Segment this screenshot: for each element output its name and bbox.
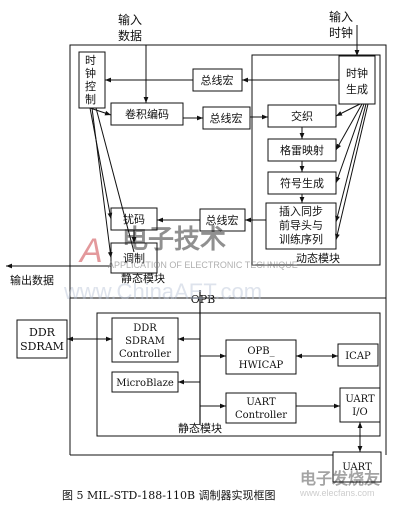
input-data-label-2: 数据 <box>118 28 142 43</box>
ddr-controller-label-2: SDRAM <box>125 336 165 347</box>
ddr-controller-block <box>111 317 179 363</box>
watermark-corner-url: www.elecfans.com <box>299 488 375 498</box>
clock-gen-block <box>338 55 376 105</box>
opb-hwicap-label-2: HWICAP <box>239 360 284 371</box>
static-module-bottom-label: 静态模块 <box>178 421 222 435</box>
modulate-label: 调制 <box>123 252 145 265</box>
scramble-label: 扰码 <box>123 212 145 226</box>
dynamic-module-label: 动态模块 <box>296 252 340 265</box>
clock-control-char-4: 制 <box>85 93 96 106</box>
insert-sync-label-3: 训练序列 <box>279 232 323 246</box>
icap-block <box>337 343 379 367</box>
insert-sync-block <box>265 202 337 250</box>
static-module-top-label: 静态模块 <box>121 271 165 285</box>
watermark-subtitle: APPLICATION OF ELECTRONIC TECHNIQUE <box>108 260 298 270</box>
bus-macro-mid-label: 总线宏 <box>210 111 243 125</box>
microblaze-label: MicroBlaze <box>116 378 174 389</box>
clock-control-char-3: 控 <box>85 79 96 93</box>
fpga-outer-frame <box>69 44 387 299</box>
ddr-controller-label-3: Controller <box>119 349 171 360</box>
insert-sync-label-2: 前导头与 <box>279 218 323 232</box>
uart-bottom-label: UART <box>342 462 372 473</box>
clock-gen-label-1: 时钟 <box>346 66 368 80</box>
ddr-controller-label-1: DDR <box>133 323 157 334</box>
uart-io-label-2: I/O <box>352 407 368 418</box>
bus-macro-low-label: 总线宏 <box>206 213 239 227</box>
uart-bottom-block <box>332 451 382 483</box>
symbol-gen-label: 符号生成 <box>280 176 324 190</box>
opb-label: OPB <box>191 293 216 306</box>
clock-gen-fanout <box>335 103 369 241</box>
uart-io-label-1: UART <box>345 394 375 405</box>
static-module-bottom-frame <box>96 312 381 437</box>
watermark-a-glyph: A <box>78 232 103 270</box>
clock-control-fanout <box>89 107 135 259</box>
interleave-label: 交织 <box>291 109 313 123</box>
uart-controller-label-1: UART <box>246 397 276 408</box>
ddr-sdram-label-2: SDRAM <box>20 340 64 353</box>
insert-sync-label-1: 插入同步 <box>279 204 323 218</box>
input-data-label-1: 输入 <box>118 12 142 27</box>
watermark-url: www.ChinaAET.com <box>63 279 262 304</box>
opb-hwicap-label-1: OPB_ <box>247 346 274 357</box>
conv-encode-block <box>110 102 184 126</box>
uart-controller-label-2: Controller <box>235 410 287 421</box>
clock-control-char-1: 时 <box>85 54 96 67</box>
ddr-sdram-label-1: DDR <box>29 326 56 339</box>
clock-control-char-2: 钟 <box>85 66 96 80</box>
watermark-corner: 电子发烧友 <box>300 469 381 488</box>
clock-gen-label-2: 生成 <box>346 82 368 96</box>
output-data-label: 输出数据 <box>10 273 54 287</box>
input-clock-label-2: 时钟 <box>329 25 353 40</box>
watermark-group: A 电子技术 APPLICATION OF ELECTRONIC TECHNIQ… <box>63 225 381 498</box>
conv-encode-label: 卷积编码 <box>125 107 169 121</box>
uart-io-block <box>339 387 381 423</box>
figure-caption: 图 5 MIL-STD-188-110B 调制器实现框图 <box>62 488 276 502</box>
icap-label: ICAP <box>345 351 371 362</box>
uart-controller-block <box>225 392 297 424</box>
dynamic-module-frame <box>251 54 381 266</box>
input-clock-label-1: 输入 <box>329 9 353 24</box>
watermark-brand: 电子技术 <box>122 225 226 255</box>
gray-map-label: 格雷映射 <box>280 143 324 157</box>
bus-macro-top-label: 总线宏 <box>201 73 234 87</box>
